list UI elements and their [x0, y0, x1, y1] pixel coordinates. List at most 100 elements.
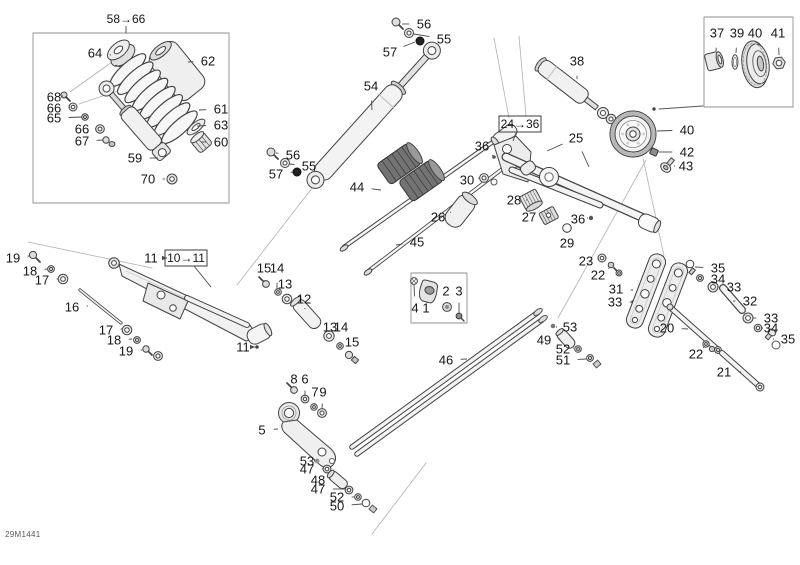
part-label-17: 17	[35, 273, 49, 288]
bushing-37	[704, 51, 724, 72]
leader-line	[702, 346, 705, 349]
part-label-47: 47	[300, 462, 314, 477]
bolt-19	[28, 250, 38, 260]
bolt-15	[344, 350, 354, 360]
axle-rod-21	[719, 350, 765, 392]
right-hardware-stack	[685, 259, 781, 353]
part-label-45: 45	[410, 235, 424, 250]
part-label-66: 66	[75, 122, 89, 137]
part-label-16: 16	[65, 300, 79, 315]
leader-line	[68, 116, 83, 118]
part-label-59: 59	[128, 151, 142, 166]
part-label-50: 50	[330, 499, 344, 514]
part-label-39: 39	[730, 26, 744, 41]
part-label-22: 22	[591, 268, 605, 283]
serrated-cam-27	[538, 206, 559, 225]
screw-3	[455, 312, 463, 320]
part-label-25: 25	[569, 131, 583, 146]
part-label-56: 56	[417, 17, 431, 32]
part-label-33: 33	[764, 311, 778, 326]
bolt-56	[391, 17, 401, 27]
part-label-52: 52	[330, 490, 344, 505]
leader-line	[289, 163, 295, 165]
leader-line	[193, 265, 212, 288]
leader-line	[351, 503, 363, 506]
part-label-19: 19	[6, 251, 20, 266]
part-label-67: 67	[75, 134, 89, 149]
part-label-49: 49	[537, 333, 551, 348]
bolt-56	[266, 147, 276, 157]
part-label-55: 55	[437, 32, 451, 47]
part-label-5: 5	[258, 423, 265, 438]
part-label-3: 3	[455, 284, 462, 299]
part-label-46: 46	[439, 353, 453, 368]
leader-line	[512, 132, 517, 142]
leader-line	[371, 188, 382, 191]
tie-rod-46	[349, 307, 548, 457]
construction-lines	[27, 35, 665, 535]
part-label-8: 8	[290, 372, 297, 387]
leader-arrowhead	[250, 344, 255, 350]
part-label-29: 29	[560, 236, 574, 251]
spring-seat-63	[186, 118, 206, 136]
shock-absorber-59	[98, 80, 171, 161]
bolt-19	[142, 345, 150, 353]
part-label-9: 9	[319, 385, 326, 400]
front-arm-hardware	[28, 250, 163, 361]
foam-roller	[377, 142, 423, 185]
shock-kit-small-hardware	[60, 91, 116, 147]
serrated-cam-28	[519, 188, 543, 212]
part-label-48: 48	[311, 473, 325, 488]
foam-roller	[399, 159, 445, 202]
part-label-65: 65	[47, 111, 61, 126]
range-tag-label: 58→66	[107, 12, 146, 26]
center-link-12	[258, 276, 360, 365]
part-label-4: 4	[411, 301, 418, 316]
tie-rod-hardware	[550, 323, 602, 369]
arm-end-roller	[637, 213, 662, 234]
ring-30b	[490, 178, 498, 186]
screw-4	[410, 277, 418, 285]
bumper-rod-45	[363, 155, 520, 276]
part-label-43: 43	[679, 159, 693, 174]
arm-pin	[255, 345, 259, 349]
leader-line	[656, 130, 673, 132]
idler-plate-31	[625, 253, 667, 329]
part-label-30: 30	[460, 173, 474, 188]
range-tag-box	[498, 115, 542, 133]
part-label-66: 66	[47, 101, 61, 116]
part-label-14: 14	[334, 320, 348, 335]
part-label-57: 57	[383, 45, 397, 60]
hardware-kit-box	[410, 272, 468, 324]
part-label-34: 34	[711, 272, 725, 287]
wheel-kit-box	[703, 16, 794, 108]
part-label-18: 18	[23, 264, 37, 279]
part-label-26: 26	[431, 210, 445, 225]
part-label-7: 7	[311, 385, 318, 400]
part-label-61: 61	[214, 102, 228, 117]
part-label-51: 51	[556, 353, 570, 368]
nut-57	[415, 36, 425, 46]
part-label-40: 40	[748, 26, 762, 41]
idler-wheel-40	[609, 110, 657, 158]
bolt-22	[607, 261, 615, 269]
part-label-23: 23	[579, 254, 593, 269]
shock-54-lower-hardware	[266, 147, 302, 177]
bracket-hardware	[286, 382, 327, 418]
part-label-6: 6	[301, 372, 308, 387]
part-label-62: 62	[201, 54, 215, 69]
part-label-33: 33	[608, 295, 622, 310]
part-label-68: 68	[47, 90, 61, 105]
bolt-15	[262, 280, 270, 288]
part-label-37: 37	[710, 26, 724, 41]
shock-reservoir-62	[148, 40, 206, 102]
screw-53	[314, 458, 320, 464]
part-label-41: 41	[771, 26, 785, 41]
hardware-kit-1-4	[410, 277, 465, 322]
arm-small-hardware	[479, 155, 635, 304]
hook-bolt-35	[685, 259, 695, 269]
part-label-57: 57	[269, 167, 283, 182]
coil-spring-61	[109, 53, 198, 145]
